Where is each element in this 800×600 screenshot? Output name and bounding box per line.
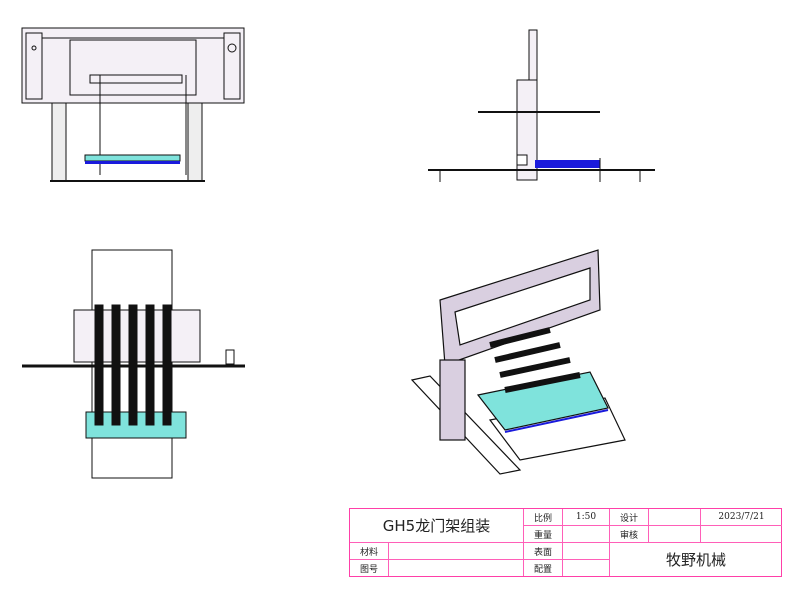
drawing-title: GH5龙门架组装 <box>350 509 524 543</box>
company-name: 牧野机械 <box>665 551 726 569</box>
review-date <box>701 526 782 543</box>
drawing-no-value <box>389 560 524 576</box>
title-block: GH5龙门架组装 比例 1:50 设计 2023/7/21 重量 审核 材料 表… <box>349 508 782 577</box>
weight-value <box>563 526 610 543</box>
isometric-view <box>410 249 626 475</box>
design-label: 设计 <box>610 509 649 526</box>
top-view <box>22 249 245 479</box>
config-label: 配置 <box>524 560 563 576</box>
designer-value <box>649 509 701 526</box>
front-view <box>21 27 245 182</box>
material-label: 材料 <box>350 543 389 560</box>
surface-label: 表面 <box>524 543 563 560</box>
review-label: 审核 <box>610 526 649 543</box>
material-value <box>389 543 524 560</box>
side-view <box>428 29 655 182</box>
scale-value: 1:50 <box>563 509 610 526</box>
reviewer-value <box>649 526 701 543</box>
drawing-no-label: 图号 <box>350 560 389 576</box>
config-value <box>563 560 610 576</box>
date-value: 2023/7/21 <box>701 509 782 526</box>
surface-value <box>563 543 610 560</box>
weight-label: 重量 <box>524 526 563 543</box>
scale-label: 比例 <box>524 509 563 526</box>
